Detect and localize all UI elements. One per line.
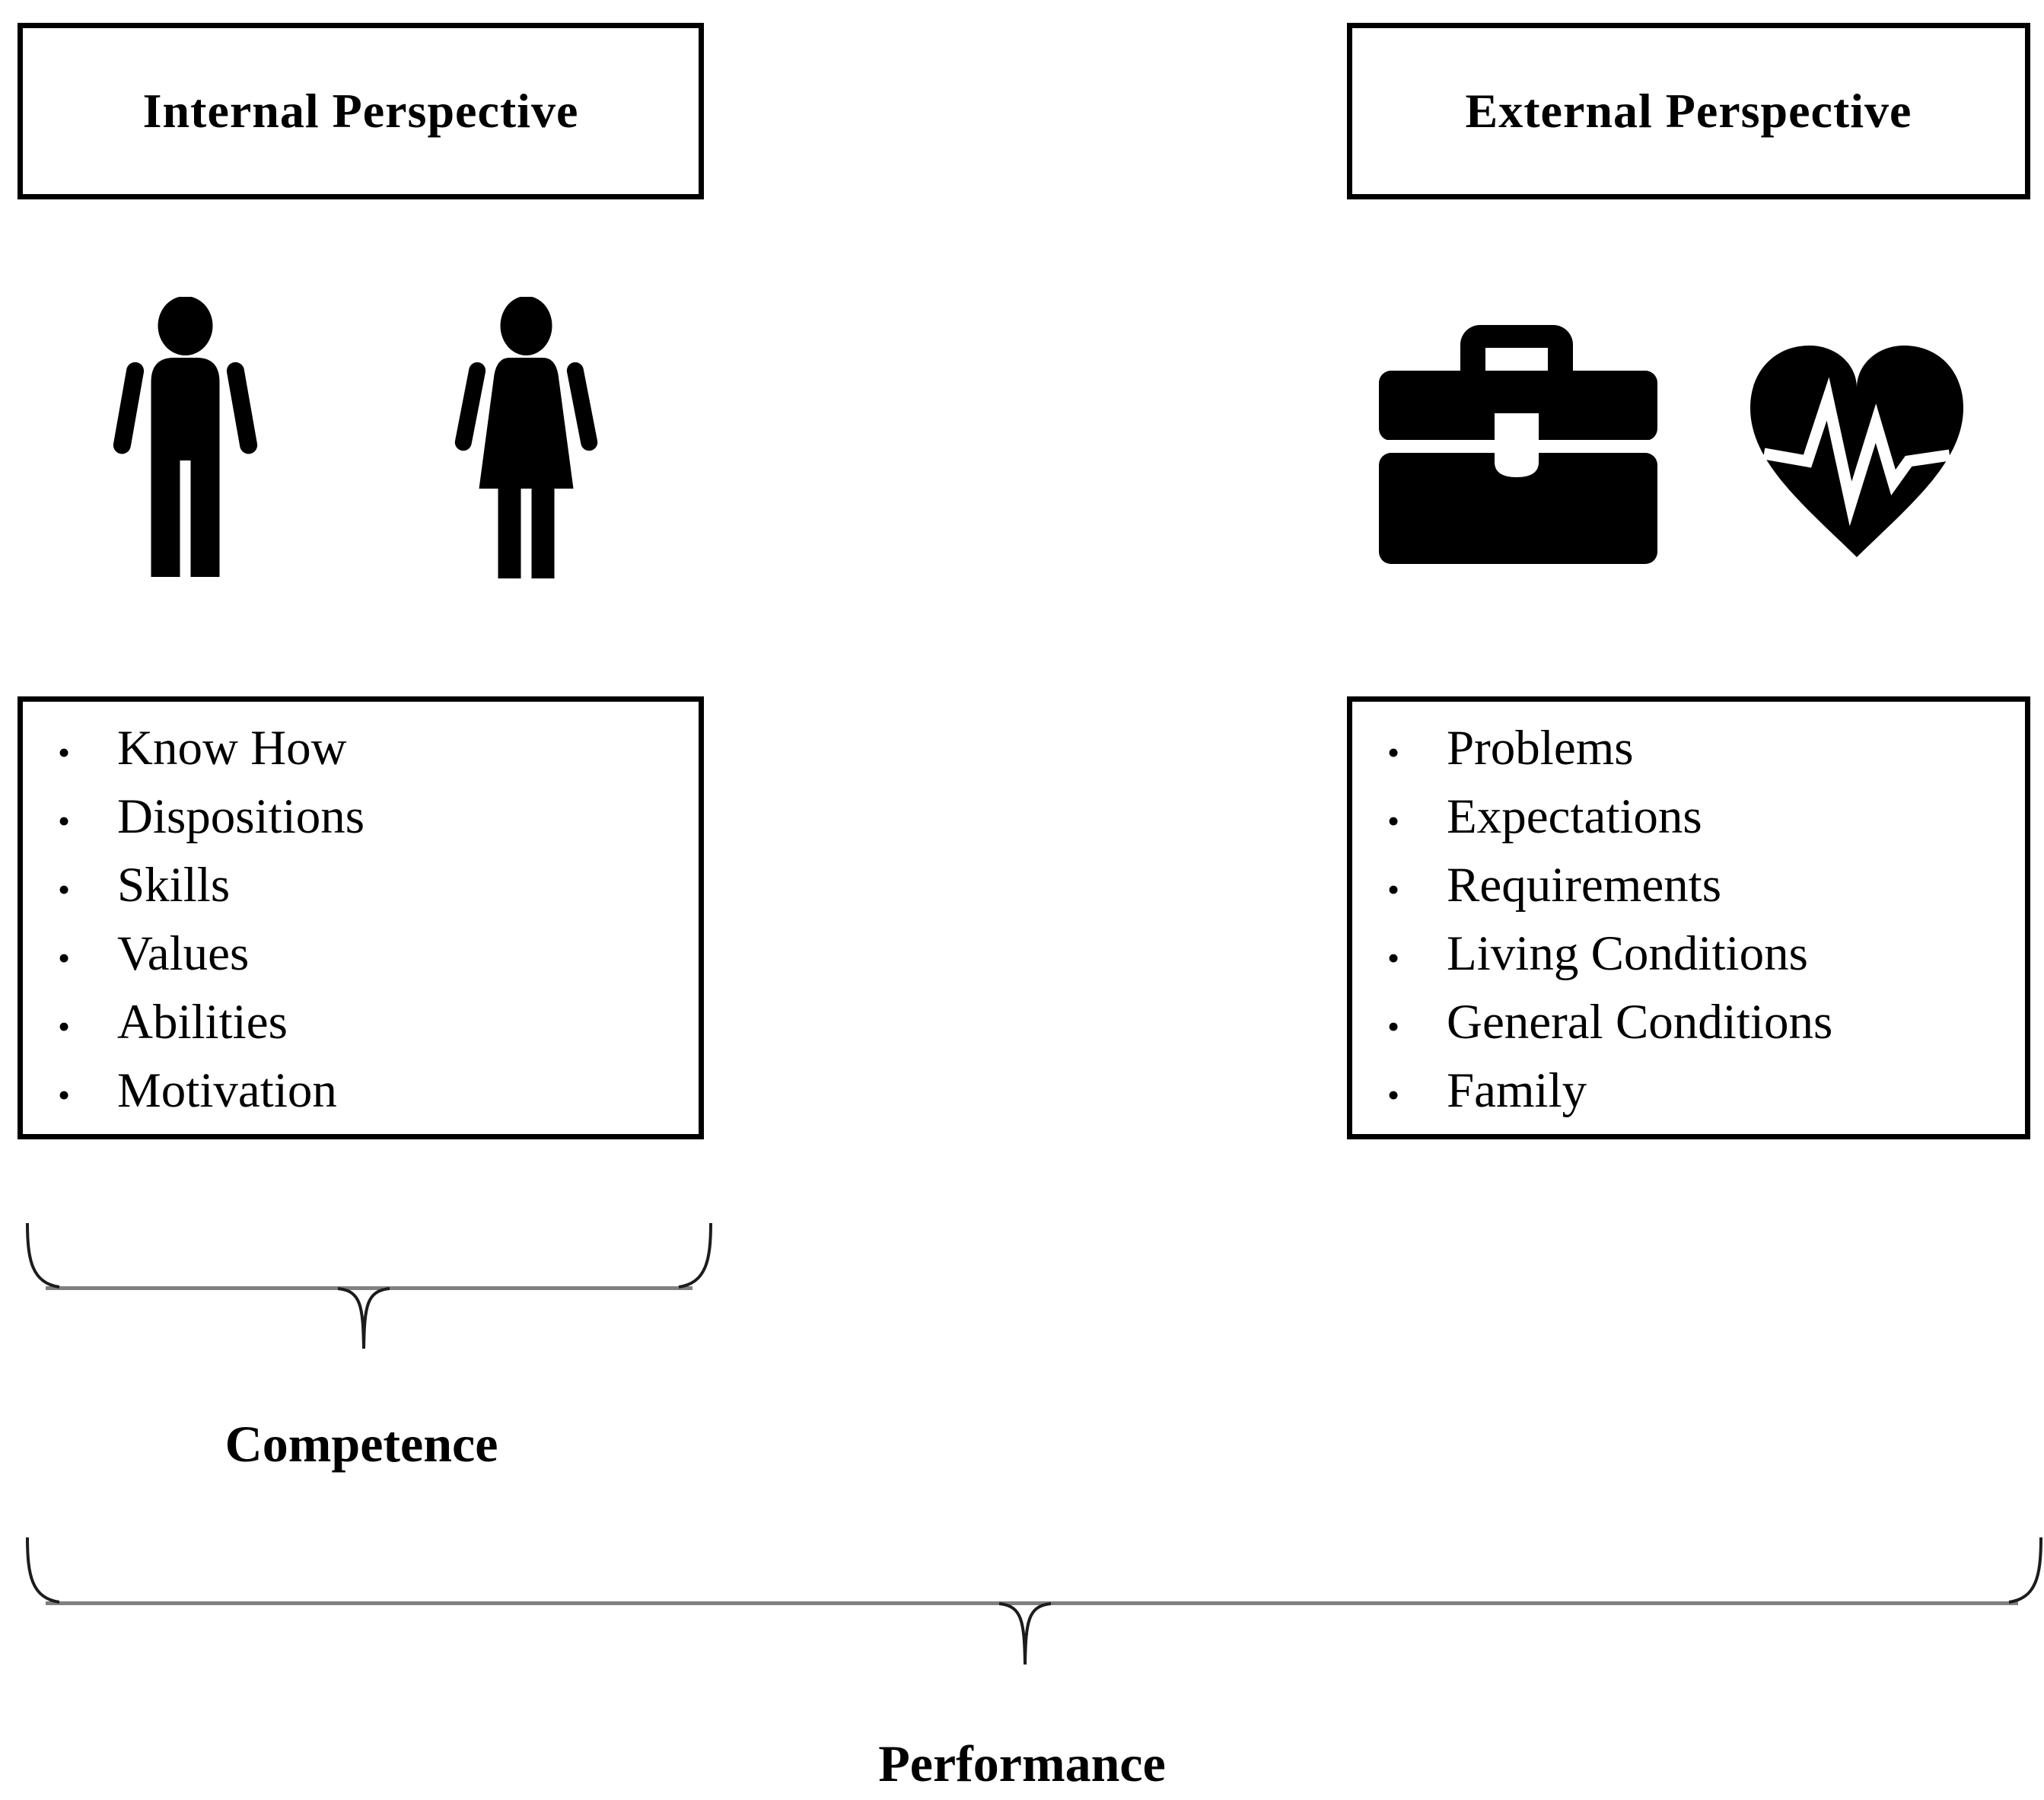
external-perspective-title: External Perspective — [1465, 84, 1912, 138]
list-item: • Problems — [1352, 720, 2025, 788]
list-item: • Family — [1352, 1062, 2025, 1131]
bullet-icon: • — [58, 801, 71, 840]
list-item-label: Expectations — [1447, 789, 1702, 844]
list-item-label: Abilities — [117, 995, 288, 1050]
list-item-label: Values — [117, 926, 250, 981]
list-item: • Abilities — [23, 994, 699, 1062]
external-items-box: • Problems • Expectations • Requirements • L… — [1347, 696, 2030, 1139]
list-item-label: Skills — [117, 858, 231, 913]
list-item: • Living Conditions — [1352, 925, 2025, 994]
bullet-icon: • — [1387, 1007, 1400, 1046]
list-item-label: Know How — [117, 721, 347, 776]
bullet-icon: • — [58, 938, 71, 977]
list-item-label: General Conditions — [1447, 995, 1833, 1050]
bullet-icon: • — [58, 1075, 71, 1114]
list-item: • Know How — [23, 720, 699, 788]
list-item: • Expectations — [1352, 788, 2025, 857]
list-item: • Skills — [23, 857, 699, 925]
competence-brace — [26, 1222, 712, 1349]
list-item: • Dispositions — [23, 788, 699, 857]
competence-label: Competence — [224, 1415, 498, 1473]
bullet-icon: • — [1387, 733, 1400, 772]
bullet-icon: • — [1387, 938, 1400, 977]
internal-perspective-title: Internal Perspective — [142, 84, 579, 138]
bullet-icon: • — [1387, 801, 1400, 840]
man-icon — [113, 297, 258, 577]
list-item-label: Family — [1447, 1063, 1587, 1118]
list-item-label: Living Conditions — [1447, 926, 1808, 981]
bullet-icon: • — [58, 1007, 71, 1046]
external-perspective-box: External Perspective — [1347, 23, 2030, 199]
list-item-label: Dispositions — [117, 789, 365, 844]
heart-pulse-icon — [1750, 346, 1963, 557]
performance-brace — [26, 1537, 2042, 1665]
list-item: • General Conditions — [1352, 994, 2025, 1062]
list-item-label: Problems — [1447, 721, 1634, 776]
internal-items-list: •Know How •Dispositions •Skills •Values … — [23, 720, 699, 1131]
external-items-list: • Problems • Expectations • Requirements • L… — [1352, 720, 2025, 1131]
list-item-label: Requirements — [1447, 858, 1722, 913]
bullet-icon: • — [1387, 870, 1400, 909]
internal-items-box: •Know How •Dispositions •Skills •Values … — [18, 696, 704, 1139]
bullet-icon: • — [58, 870, 71, 909]
bullet-icon: • — [58, 733, 71, 772]
bullet-icon: • — [1387, 1075, 1400, 1114]
performance-label: Performance — [878, 1735, 1166, 1792]
list-item: • Motivation — [23, 1062, 699, 1131]
woman-icon — [454, 297, 598, 578]
list-item: • Values — [23, 925, 699, 994]
list-item-label: Motivation — [117, 1063, 337, 1118]
list-item: • Requirements — [1352, 857, 2025, 925]
internal-perspective-box: Internal Perspective — [18, 23, 704, 199]
briefcase-icon — [1379, 325, 1657, 564]
